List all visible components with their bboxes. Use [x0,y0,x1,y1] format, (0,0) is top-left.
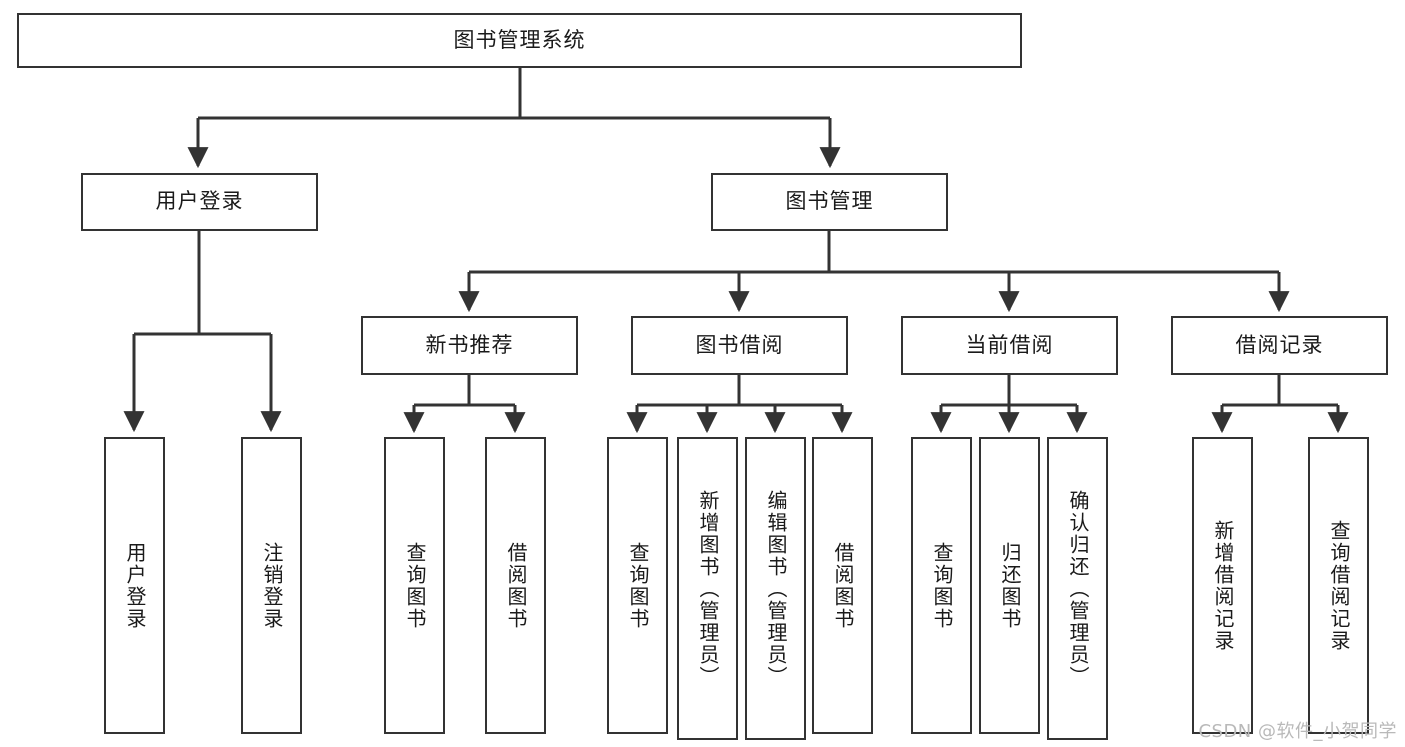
node-current-borrow[interactable]: 当前借阅 [901,316,1118,375]
node-book-manage-label: 图书管理 [785,189,874,214]
node-borrow-record[interactable]: 借阅记录 [1171,316,1388,375]
node-leaf-user-login[interactable]: 用户登录 [104,437,165,734]
csdn-watermark: CSDN @软件_小贺同学 [1198,721,1397,742]
node-leaf-confirm-return[interactable]: 确认归还（管理员） [1047,437,1108,740]
node-leaf-add-book[interactable]: 新增图书（管理员） [677,437,738,740]
node-leaf-query-record-label: 查询借阅记录 [1327,519,1351,652]
node-book-manage[interactable]: 图书管理 [711,173,948,231]
node-leaf-return-book[interactable]: 归还图书 [979,437,1040,734]
node-leaf-query-book-1-label: 查询图书 [403,541,427,630]
node-leaf-confirm-return-label: 确认归还（管理员） [1066,489,1090,688]
node-book-borrow[interactable]: 图书借阅 [631,316,848,375]
node-leaf-edit-book[interactable]: 编辑图书（管理员） [745,437,806,740]
node-leaf-query-book-2-label: 查询图书 [626,541,650,630]
node-new-book-rec[interactable]: 新书推荐 [361,316,578,375]
node-book-borrow-label: 图书借阅 [695,332,784,357]
node-root[interactable]: 图书管理系统 [17,13,1022,68]
node-leaf-logout-label: 注销登录 [260,541,284,630]
node-current-borrow-label: 当前借阅 [965,332,1054,357]
node-leaf-borrow-book-2-label: 借阅图书 [831,541,855,630]
node-user-login[interactable]: 用户登录 [81,173,318,231]
node-leaf-user-login-label: 用户登录 [123,541,147,630]
node-leaf-edit-book-label: 编辑图书（管理员） [764,489,788,688]
node-leaf-logout[interactable]: 注销登录 [241,437,302,734]
node-root-label: 图书管理系统 [453,27,586,52]
node-leaf-borrow-book-1-label: 借阅图书 [504,541,528,630]
node-borrow-record-label: 借阅记录 [1235,332,1324,357]
node-leaf-query-book-2[interactable]: 查询图书 [607,437,668,734]
node-leaf-return-book-label: 归还图书 [998,541,1022,630]
node-leaf-query-book-3-label: 查询图书 [930,541,954,630]
node-user-login-label: 用户登录 [155,189,244,214]
node-leaf-add-record-label: 新增借阅记录 [1211,519,1235,652]
node-new-book-rec-label: 新书推荐 [425,332,514,357]
node-leaf-borrow-book-1[interactable]: 借阅图书 [485,437,546,734]
node-leaf-query-book-3[interactable]: 查询图书 [911,437,972,734]
node-leaf-query-record[interactable]: 查询借阅记录 [1308,437,1369,734]
node-leaf-borrow-book-2[interactable]: 借阅图书 [812,437,873,734]
node-leaf-add-book-label: 新增图书（管理员） [696,489,720,688]
node-leaf-add-record[interactable]: 新增借阅记录 [1192,437,1253,734]
node-leaf-query-book-1[interactable]: 查询图书 [384,437,445,734]
